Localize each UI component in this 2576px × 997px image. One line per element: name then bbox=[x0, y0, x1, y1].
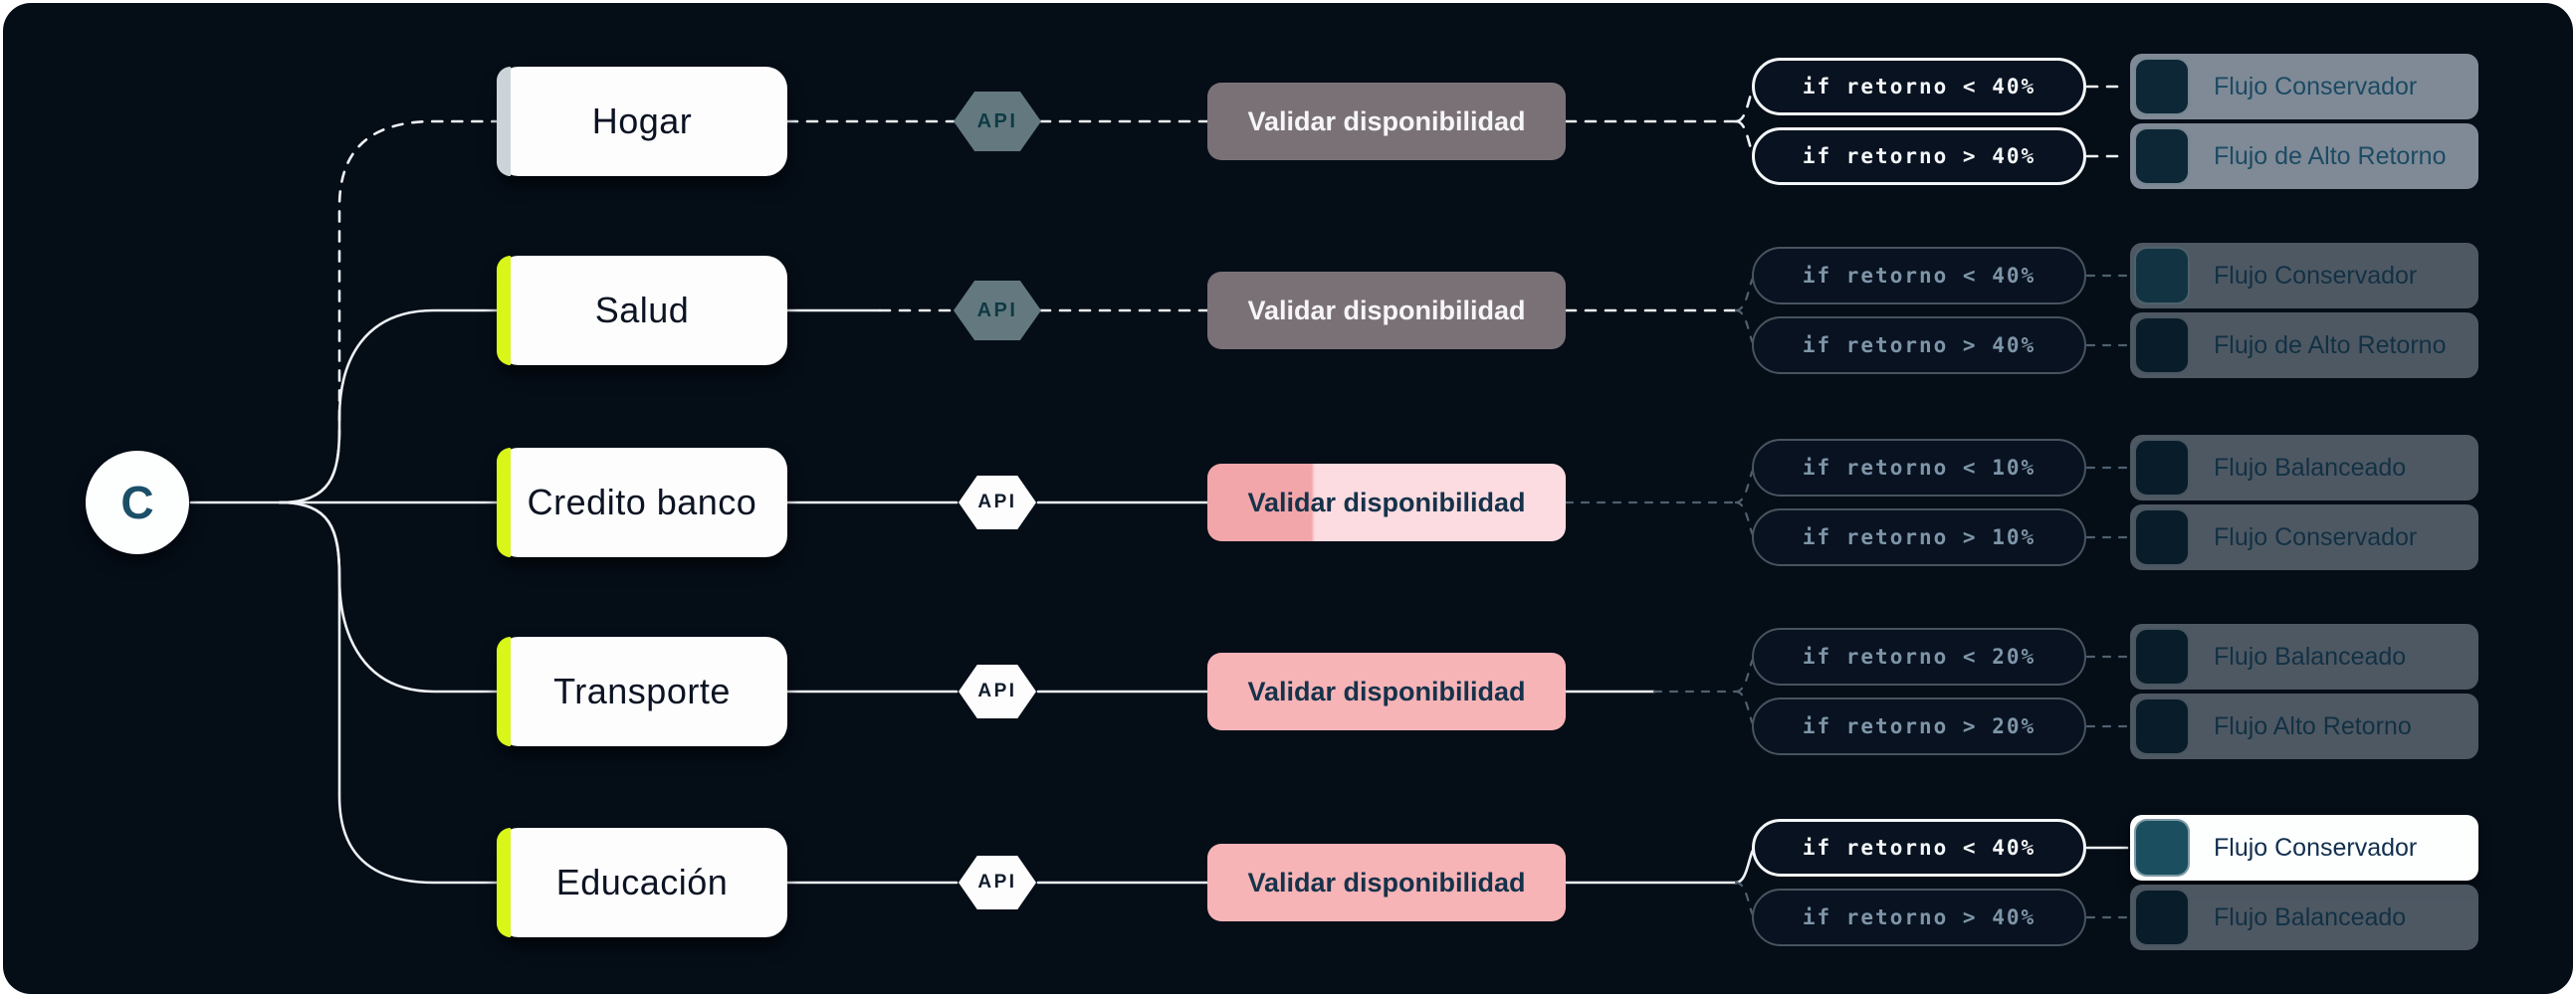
validar-node[interactable]: Validar disponibilidad bbox=[1207, 272, 1566, 349]
flow-label: Flujo Balanceado bbox=[2214, 642, 2407, 671]
category-accent-bar bbox=[497, 67, 511, 176]
api-badge[interactable]: API bbox=[959, 476, 1036, 529]
category-accent-bar bbox=[497, 448, 511, 557]
flow-label: Flujo Alto Retorno bbox=[2214, 711, 2412, 740]
flow-square-navy-icon bbox=[2134, 439, 2190, 497]
condition-pill[interactable]: if retorno > 40% bbox=[1752, 127, 2086, 185]
flow-square-navy-icon bbox=[2134, 508, 2190, 566]
category-label: Hogar bbox=[591, 100, 693, 141]
api-badge[interactable]: API bbox=[959, 856, 1036, 909]
flow-label: Flujo Balanceado bbox=[2214, 453, 2407, 482]
flow-square-navy-icon bbox=[2134, 127, 2190, 185]
flow-node[interactable]: Flujo Conservador bbox=[2130, 815, 2478, 881]
api-badge[interactable]: API bbox=[959, 665, 1036, 718]
condition-pill[interactable]: if retorno < 20% bbox=[1752, 628, 2086, 686]
flow-label: Flujo Conservador bbox=[2214, 261, 2418, 290]
condition-pill[interactable]: if retorno < 40% bbox=[1752, 819, 2086, 877]
api-badge[interactable]: API bbox=[954, 92, 1041, 151]
category-node-4[interactable]: Transporte bbox=[497, 637, 787, 746]
category-node-3[interactable]: Credito banco bbox=[497, 448, 787, 557]
category-label: Educación bbox=[555, 862, 729, 902]
flow-square-navy-icon bbox=[2134, 698, 2190, 755]
category-label: Credito banco bbox=[527, 482, 757, 522]
flow-node[interactable]: Flujo Conservador bbox=[2130, 54, 2478, 119]
validar-node[interactable]: Validar disponibilidad bbox=[1207, 844, 1566, 921]
flow-label: Flujo de Alto Retorno bbox=[2214, 141, 2447, 170]
flow-square-navy-icon bbox=[2134, 889, 2190, 946]
api-badge[interactable]: API bbox=[954, 281, 1041, 340]
category-label: Salud bbox=[594, 290, 690, 330]
flow-node[interactable]: Flujo Conservador bbox=[2130, 504, 2478, 570]
flow-label: Flujo Balanceado bbox=[2214, 902, 2407, 931]
flow-node[interactable]: Flujo Balanceado bbox=[2130, 624, 2478, 690]
flow-label: Flujo Conservador bbox=[2214, 833, 2418, 862]
condition-pill[interactable]: if retorno < 40% bbox=[1752, 247, 2086, 304]
validar-node[interactable]: Validar disponibilidad bbox=[1207, 653, 1566, 730]
condition-pill[interactable]: if retorno > 40% bbox=[1752, 316, 2086, 374]
flow-node[interactable]: Flujo Alto Retorno bbox=[2130, 694, 2478, 759]
category-accent-bar bbox=[497, 256, 511, 365]
condition-pill[interactable]: if retorno > 20% bbox=[1752, 698, 2086, 755]
flow-square-navy-icon bbox=[2134, 316, 2190, 374]
condition-pill[interactable]: if retorno > 10% bbox=[1752, 508, 2086, 566]
condition-pill[interactable]: if retorno < 40% bbox=[1752, 58, 2086, 115]
flow-node[interactable]: Flujo Balanceado bbox=[2130, 885, 2478, 950]
category-node-1[interactable]: Hogar bbox=[497, 67, 787, 176]
flow-square-teal-icon bbox=[2134, 247, 2190, 304]
flow-node[interactable]: Flujo Conservador bbox=[2130, 243, 2478, 308]
flow-square-navy-icon bbox=[2134, 628, 2190, 686]
condition-pill[interactable]: if retorno > 40% bbox=[1752, 889, 2086, 946]
flow-label: Flujo Conservador bbox=[2214, 72, 2418, 100]
flow-node[interactable]: Flujo Balanceado bbox=[2130, 435, 2478, 500]
flow-node[interactable]: Flujo de Alto Retorno bbox=[2130, 312, 2478, 378]
category-node-5[interactable]: Educación bbox=[497, 828, 787, 937]
flow-label: Flujo de Alto Retorno bbox=[2214, 330, 2447, 359]
root-node[interactable]: C bbox=[86, 451, 189, 554]
category-accent-bar bbox=[497, 828, 511, 937]
flow-square-teal-icon bbox=[2134, 819, 2190, 877]
validar-node[interactable]: Validar disponibilidad bbox=[1207, 464, 1566, 541]
flow-node[interactable]: Flujo de Alto Retorno bbox=[2130, 123, 2478, 189]
category-label: Transporte bbox=[553, 671, 731, 711]
flow-label: Flujo Conservador bbox=[2214, 522, 2418, 551]
category-node-2[interactable]: Salud bbox=[497, 256, 787, 365]
validar-node[interactable]: Validar disponibilidad bbox=[1207, 83, 1566, 160]
condition-pill[interactable]: if retorno < 10% bbox=[1752, 439, 2086, 497]
flow-square-navy-icon bbox=[2134, 58, 2190, 115]
category-accent-bar bbox=[497, 637, 511, 746]
